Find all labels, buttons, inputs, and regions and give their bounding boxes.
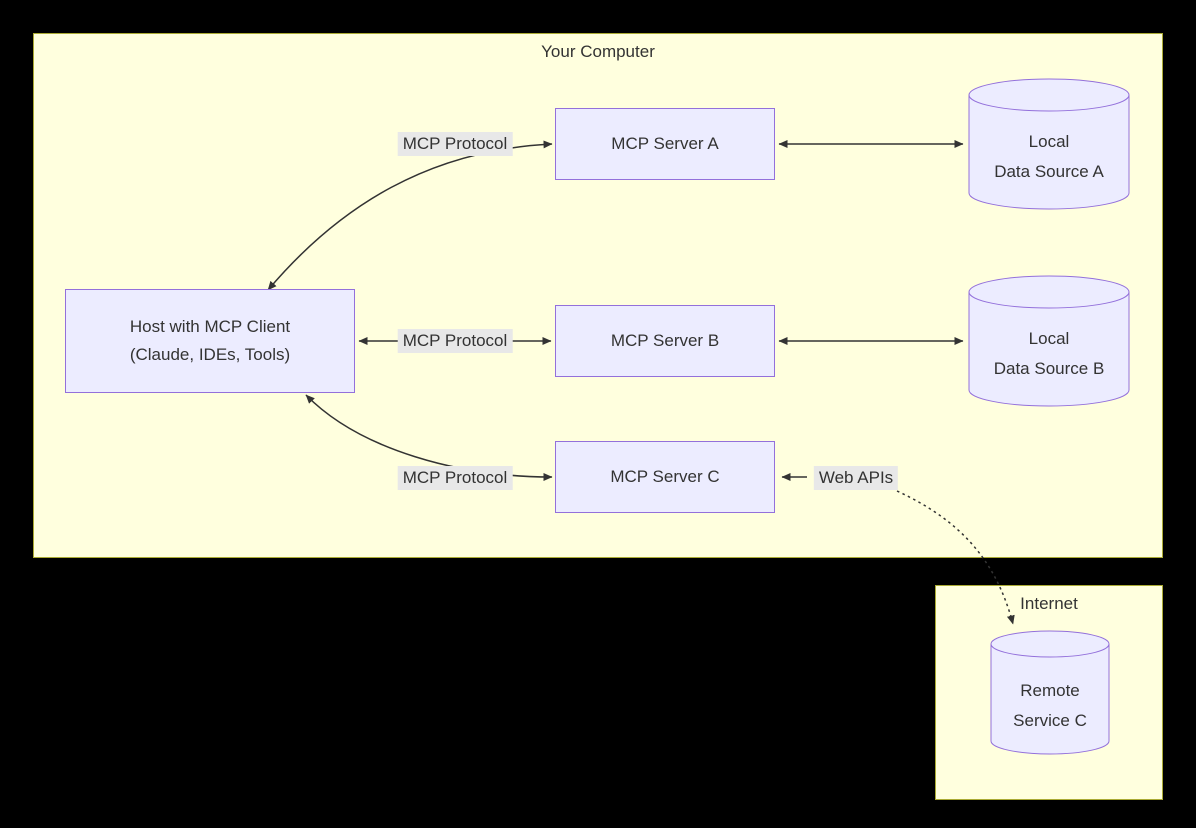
node-local-data-source-a: Local Data Source A [968, 78, 1130, 210]
remote-service-c-line1: Remote [1020, 681, 1080, 700]
node-mcp-server-a: MCP Server A [555, 108, 775, 180]
node-mcp-server-a-label: MCP Server A [611, 134, 719, 153]
node-mcp-server-b: MCP Server B [555, 305, 775, 377]
edge-label-web-apis: Web APIs [813, 466, 899, 490]
node-mcp-server-c-label: MCP Server C [610, 467, 720, 486]
data-source-b-line2: Data Source B [993, 359, 1105, 378]
node-mcp-server-b-label: MCP Server B [610, 331, 720, 350]
node-local-data-source-b: Local Data Source B [968, 275, 1130, 407]
node-remote-service-c-label: Remote Service C [990, 676, 1110, 736]
internet-title: Internet [1020, 594, 1078, 613]
node-host-label-line2: (Claude, IDEs, Tools) [129, 345, 291, 364]
database-cylinder-icon [968, 275, 1130, 407]
node-local-data-source-a-label: Local Data Source A [968, 127, 1130, 187]
node-mcp-server-c: MCP Server C [555, 441, 775, 513]
node-host-label-line1: Host with MCP Client [129, 317, 291, 336]
database-cylinder-icon [990, 630, 1110, 755]
data-source-a-line1: Local [1028, 132, 1070, 151]
edge-label-mcp-protocol-c: MCP Protocol [397, 466, 513, 490]
node-remote-service-c: Remote Service C [990, 630, 1110, 755]
remote-service-c-line2: Service C [1013, 711, 1087, 730]
database-cylinder-icon [968, 78, 1130, 210]
node-local-data-source-b-label: Local Data Source B [968, 324, 1130, 384]
data-source-a-line2: Data Source A [994, 162, 1104, 181]
data-source-b-line1: Local [1028, 329, 1070, 348]
your-computer-title: Your Computer [541, 42, 655, 61]
edge-label-mcp-protocol-a: MCP Protocol [397, 132, 513, 156]
edge-label-mcp-protocol-b: MCP Protocol [397, 329, 513, 353]
node-host-mcp-client: Host with MCP Client (Claude, IDEs, Tool… [65, 289, 355, 393]
